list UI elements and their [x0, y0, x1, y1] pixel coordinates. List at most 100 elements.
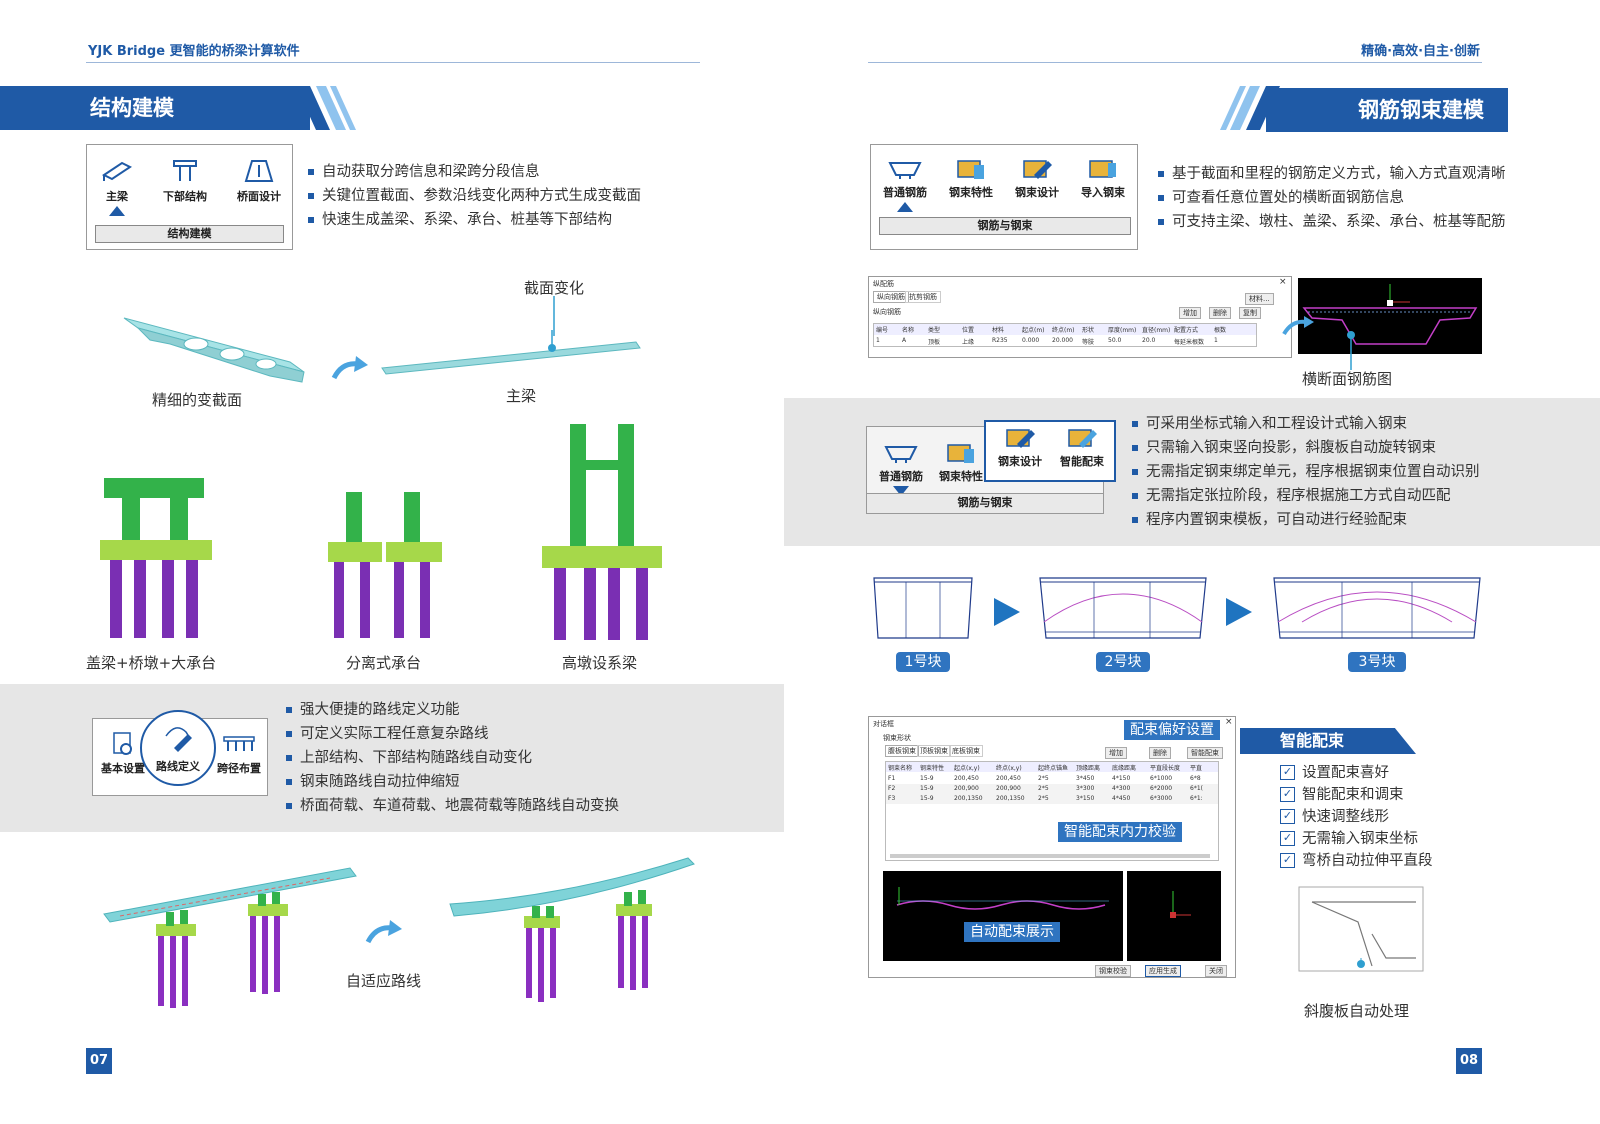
- page-number-right: 08: [1456, 1048, 1482, 1074]
- dialog-title: 纵配筋: [873, 280, 894, 288]
- box-girder-icon: [888, 162, 922, 179]
- table-cell: F2: [888, 785, 896, 792]
- toolbar-normal-rebar-button[interactable]: 普通钢筋: [877, 159, 933, 212]
- close-icon[interactable]: ×: [1225, 717, 1233, 727]
- close-icon[interactable]: ×: [1279, 277, 1287, 287]
- rebar-bullets: 基于截面和里程的钢筋定义方式，输入方式直观清晰 可查看任意位置处的横断面钢筋信息…: [1156, 162, 1506, 234]
- table-cell: 平直: [1190, 765, 1203, 772]
- banner-stripes-left: [296, 86, 356, 130]
- callout-line: [1347, 331, 1355, 370]
- table-cell: 编号: [876, 327, 889, 334]
- copy-button[interactable]: 复制: [1239, 307, 1261, 319]
- table-cell: 2*5: [1038, 785, 1049, 792]
- add-button[interactable]: 增加: [1105, 747, 1127, 759]
- close-button[interactable]: 关闭: [1205, 965, 1227, 977]
- box-girder-icon: [884, 446, 918, 463]
- toolbar-tendon-design-button[interactable]: 钢束设计: [1009, 159, 1065, 200]
- apply-button[interactable]: 应用生成: [1145, 965, 1181, 977]
- table-cell: 每延米根数: [1174, 339, 1205, 346]
- toolbar-tendon-property-button[interactable]: 钢束特性: [943, 159, 999, 200]
- caption-inclined-web: 斜腹板自动处理: [1304, 1002, 1410, 1020]
- tab-top-tendon[interactable]: 顶板钢束: [917, 745, 951, 757]
- cap-beam-pier-pile-model: [100, 478, 212, 638]
- horizontal-scrollbar[interactable]: [890, 854, 1210, 858]
- callout-line: [553, 296, 555, 336]
- tab-web-tendon[interactable]: 腹板钢束: [885, 745, 919, 757]
- toolbar-tendon-property-button[interactable]: 钢束特性: [933, 443, 989, 484]
- delete-button[interactable]: 删除: [1149, 747, 1171, 759]
- table-cell: 200,450: [996, 775, 1021, 782]
- tab-bottom-tendon[interactable]: 底板钢束: [949, 745, 983, 757]
- route-bullet: 强大便捷的路线定义功能: [284, 698, 619, 722]
- route-bullets: 强大便捷的路线定义功能 可定义实际工程任意复杂路线 上部结构、下部结构随路线自动…: [284, 698, 619, 818]
- table-cell: F1: [888, 775, 896, 782]
- tendon-property-icon: [947, 444, 974, 463]
- table-cell: 2*5: [1038, 775, 1049, 782]
- pen-route-icon: [165, 727, 192, 752]
- caption-sub3: 高墩设系梁: [562, 654, 638, 672]
- left-header-rule: [86, 62, 700, 63]
- toolbar-import-tendon-button[interactable]: 导入钢束: [1075, 159, 1131, 200]
- check-item: 弯桥自动拉伸平直段: [1280, 850, 1433, 872]
- table-cell: 6*2000: [1150, 785, 1173, 792]
- tab-shear[interactable]: 抗剪钢筋: [905, 291, 941, 303]
- tendon-profile-drawing: [896, 887, 1109, 910]
- toolbar-main-beam-button[interactable]: 主梁: [95, 157, 139, 216]
- tendon-check-button[interactable]: 钢束校验: [1095, 965, 1131, 977]
- table-cell: 200,450: [954, 775, 979, 782]
- toolbar-normal-rebar-button[interactable]: 普通钢筋: [873, 443, 929, 496]
- toolbar-smart-tendon-button[interactable]: 智能配束: [1052, 428, 1112, 469]
- toolbar-deck-design-button[interactable]: 桥面设计: [231, 157, 287, 204]
- smart-tendon-dialog-button[interactable]: 智能配束: [1187, 747, 1223, 759]
- tendon-bullets: 可采用坐标式输入和工程设计式输入钢束 只需输入钢束竖向投影，斜腹板自动旋转钢束 …: [1130, 412, 1480, 532]
- table-header-row: 钢束名称钢束特性起点(x,y)终点(x,y)起终点锚鱼顶缘距离底缘距离平直段长度…: [886, 762, 1218, 772]
- table-cell: 配置方式: [1174, 327, 1199, 334]
- route-definition-button[interactable]: 路线定义: [140, 710, 216, 786]
- route-bullet: 上部结构、下部结构随路线自动变化: [284, 746, 619, 770]
- toolbar-substructure-button[interactable]: 下部结构: [157, 157, 213, 204]
- delete-button[interactable]: 删除: [1209, 307, 1231, 319]
- group-label: 纵向钢筋: [873, 308, 901, 316]
- add-button[interactable]: 增加: [1179, 307, 1201, 319]
- callout-line: [1357, 958, 1365, 968]
- structure-bullet: 快速生成盖梁、系梁、承台、桩基等下部结构: [306, 208, 641, 232]
- group-label: 钢束形状: [883, 734, 911, 742]
- table-cell: 0.000: [1022, 337, 1040, 344]
- arrow-icon: [331, 356, 368, 380]
- tall-pier-tie-beam-model: [542, 424, 662, 640]
- material-button[interactable]: 材料...: [1245, 293, 1274, 305]
- route-bullet: 钢束随路线自动拉伸缩短: [284, 770, 619, 794]
- cross-section-drawing: [1302, 284, 1478, 345]
- toolbar-basic-settings-button[interactable]: 基本设置: [97, 731, 149, 776]
- table-cell: 根数: [1214, 327, 1227, 334]
- tendon-bullet: 无需指定钢束绑定单元，程序根据钢束位置自动识别: [1130, 460, 1480, 484]
- smart-tendon-checklist: 设置配束喜好 智能配束和调束 快速调整线形 无需输入钢束坐标 弯桥自动拉伸平直段: [1280, 762, 1433, 872]
- section-title-structure: 结构建模: [0, 86, 310, 130]
- tab-longitudinal[interactable]: 纵向钢筋: [873, 291, 909, 303]
- block-label-1: 1号块: [896, 652, 950, 672]
- check-item: 智能配束和调束: [1280, 784, 1433, 806]
- caption-sub2: 分离式承台: [346, 654, 422, 672]
- toolbar-tendon-design-button[interactable]: 钢束设计: [990, 428, 1050, 469]
- arrow-icon: [365, 920, 402, 944]
- table-cell: A: [902, 337, 907, 344]
- table-cell: 终点(x,y): [996, 765, 1022, 772]
- span-layout-icon: [223, 736, 255, 751]
- toolbar-span-layout-button[interactable]: 跨径布置: [213, 731, 265, 776]
- auto-tendon-view: [883, 871, 1123, 961]
- check-item: 快速调整线形: [1280, 806, 1433, 828]
- table-cell: 15-9: [920, 785, 934, 792]
- block-label-3: 3号块: [1348, 652, 1406, 672]
- table-cell: 2*5: [1038, 795, 1049, 802]
- table-cell: 15-9: [920, 795, 934, 802]
- separated-cap-model: [328, 492, 442, 638]
- table-cell: 4*450: [1112, 795, 1131, 802]
- table-cell: 200,1350: [954, 795, 983, 802]
- table-cell: 3*450: [1076, 775, 1095, 782]
- tendon-bullet: 可采用坐标式输入和工程设计式输入钢束: [1130, 412, 1480, 436]
- gear-document-icon: [113, 732, 132, 755]
